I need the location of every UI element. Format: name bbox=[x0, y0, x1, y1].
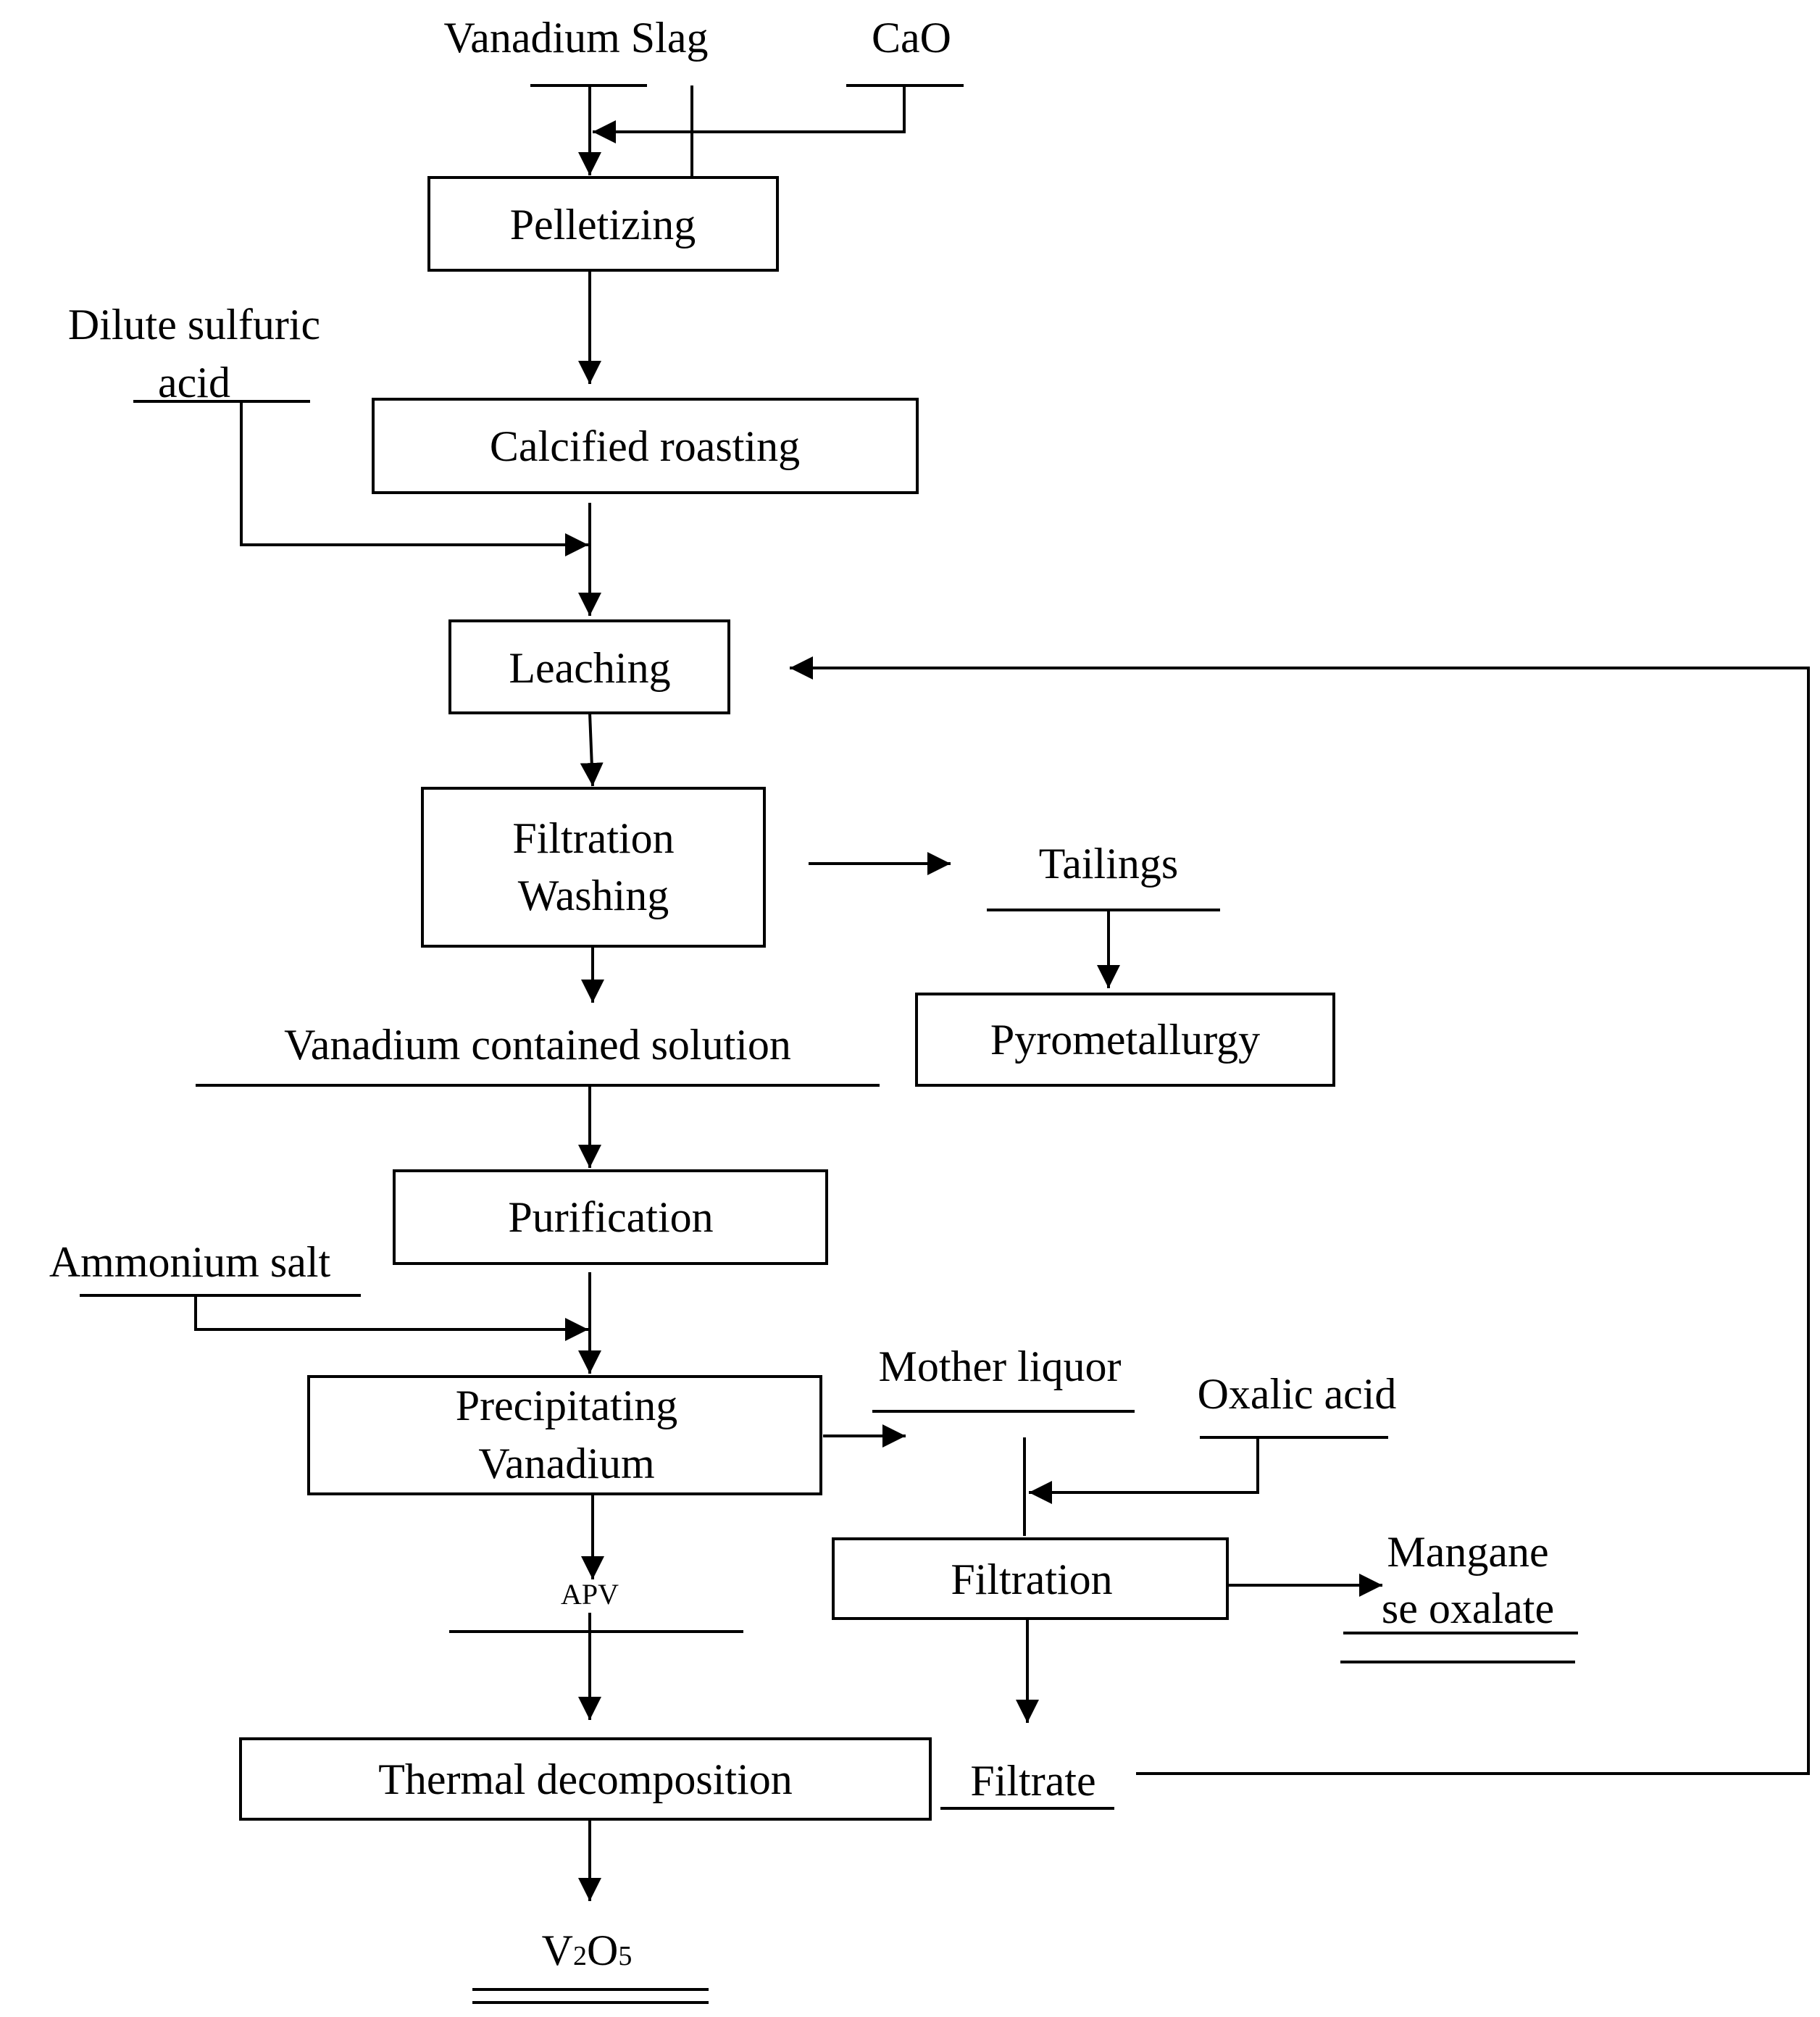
filtration-washing-label-line1: Filtration bbox=[512, 814, 674, 862]
thermal-decomposition-label: Thermal decomposition bbox=[378, 1755, 793, 1803]
pyrometallurgy-box bbox=[915, 993, 1335, 1087]
acid-to-leaching-arrow bbox=[240, 401, 588, 556]
filtrate-label: Filtrate bbox=[970, 1757, 1095, 1805]
oxalic-to-filtration-arrow bbox=[1029, 1437, 1259, 1504]
oxalic-acid-label: Oxalic acid bbox=[1198, 1370, 1397, 1418]
v2o5-label: V2O5 bbox=[542, 1926, 633, 1974]
precipitating-vanadium-box bbox=[307, 1375, 822, 1495]
precipitating-label-line1: Precipitating bbox=[456, 1382, 678, 1429]
tailings-label: Tailings bbox=[1039, 840, 1178, 888]
dilute-sulfuric-label-line1: Dilute sulfuric bbox=[68, 301, 320, 348]
v2o5-v: V bbox=[542, 1926, 573, 1974]
leaching-label: Leaching bbox=[509, 644, 670, 692]
purification-box bbox=[393, 1169, 828, 1265]
pelletizing-label: Pelletizing bbox=[510, 201, 696, 249]
filtration-box bbox=[832, 1537, 1229, 1620]
thermal-decomposition-box bbox=[239, 1737, 932, 1821]
filtration-label: Filtration bbox=[951, 1555, 1112, 1603]
cao-label: CaO bbox=[872, 14, 951, 62]
ammonium-to-precipitating-arrow bbox=[194, 1295, 588, 1341]
calcified-roasting-box bbox=[372, 398, 919, 494]
vanadium-solution-label: Vanadium contained solution bbox=[284, 1021, 791, 1069]
calcified-roasting-label: Calcified roasting bbox=[490, 422, 800, 470]
apv-label: APV bbox=[561, 1578, 619, 1611]
manganese-oxalate-label-line2: se oxalate bbox=[1382, 1584, 1554, 1632]
v2o5-subscript-2: 2 bbox=[573, 1941, 587, 1971]
precipitating-label-line2: Vanadium bbox=[478, 1440, 654, 1487]
purification-label: Purification bbox=[508, 1193, 713, 1241]
filtration-washing-label-line2: Washing bbox=[518, 872, 669, 919]
cao-to-pelletizing-arrow bbox=[593, 85, 906, 143]
vanadium-slag-label: Vanadium Slag bbox=[444, 14, 709, 62]
dilute-sulfuric-label-line2: acid bbox=[158, 359, 230, 406]
leaching-box bbox=[448, 619, 730, 714]
v2o5-o: O bbox=[587, 1926, 618, 1974]
pelletizing-box bbox=[427, 176, 779, 272]
ammonium-salt-label: Ammonium salt bbox=[49, 1238, 331, 1286]
manganese-oxalate-label-line1: Mangane bbox=[1387, 1528, 1548, 1576]
mother-liquor-label: Mother liquor bbox=[879, 1342, 1122, 1390]
v2o5-subscript-5: 5 bbox=[618, 1941, 632, 1971]
pyrometallurgy-label: Pyrometallurgy bbox=[990, 1016, 1260, 1064]
filtrate-recycle-to-leaching-arrow bbox=[790, 656, 1810, 1775]
filtration-washing-box bbox=[421, 787, 766, 948]
leaching-to-filtration-arrow bbox=[580, 712, 604, 787]
